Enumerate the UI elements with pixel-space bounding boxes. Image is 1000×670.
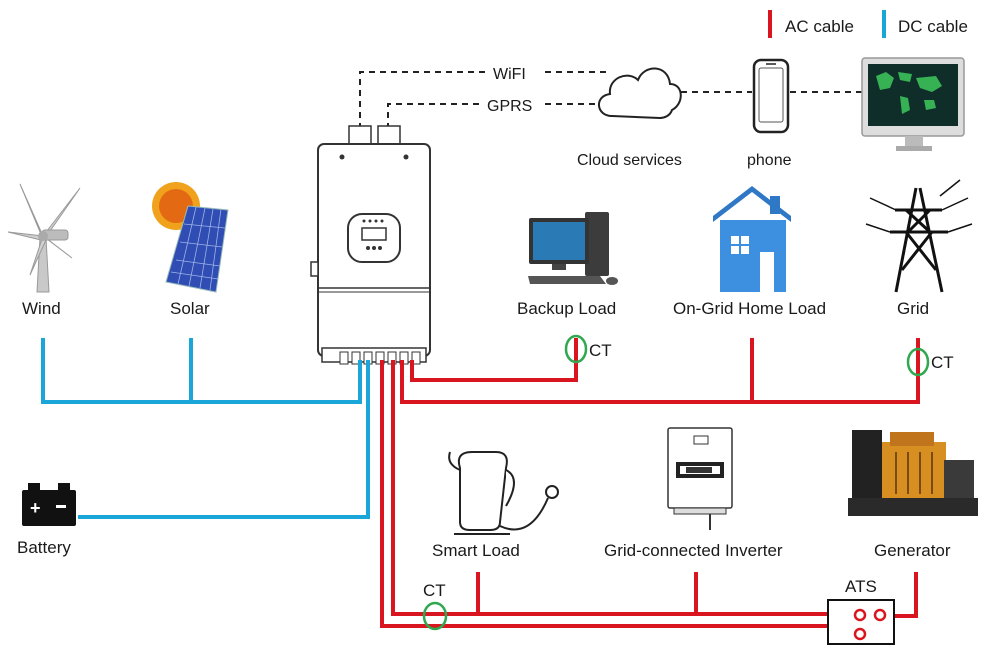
hybrid-inverter-icon bbox=[310, 125, 431, 365]
wind-label: Wind bbox=[22, 299, 61, 318]
smart-load-label: Smart Load bbox=[432, 541, 520, 560]
ac-grid-line bbox=[400, 338, 920, 404]
gprs-link bbox=[387, 103, 482, 140]
ats-label: ATS bbox=[845, 577, 877, 596]
gprs-label: GPRS bbox=[487, 98, 532, 115]
ac-lower-bus-1 bbox=[391, 360, 860, 616]
battery-label: Battery bbox=[17, 538, 71, 557]
ct-grid-ring bbox=[906, 347, 930, 377]
home-load-label: On-Grid Home Load bbox=[673, 299, 826, 318]
ct-backup-ring bbox=[564, 334, 588, 364]
legend-ac-label: AC cable bbox=[785, 17, 854, 36]
cloud-label: Cloud services bbox=[577, 152, 682, 169]
grid-label: Grid bbox=[897, 299, 929, 318]
wifi-link bbox=[359, 71, 490, 140]
dc-battery-line bbox=[78, 360, 370, 519]
svg-text:+: + bbox=[30, 498, 41, 518]
generator-label: Generator bbox=[874, 541, 951, 560]
wind-turbine-icon bbox=[7, 183, 81, 293]
grid-inverter-label: Grid-connected Inverter bbox=[604, 541, 783, 560]
solar-label: Solar bbox=[170, 299, 210, 318]
kettle-icon bbox=[448, 451, 559, 535]
battery-icon: + bbox=[22, 483, 76, 526]
ac-cables bbox=[380, 338, 920, 636]
backup-load-label: Backup Load bbox=[517, 299, 616, 318]
ct-sensors bbox=[422, 334, 930, 631]
dc-cables bbox=[41, 338, 370, 519]
solar-panel-icon bbox=[152, 182, 229, 293]
grid-inverter-icon bbox=[667, 427, 733, 530]
phone-label: phone bbox=[747, 152, 792, 169]
ct-grid-label: CT bbox=[931, 353, 954, 372]
ats-switch-icon bbox=[827, 599, 895, 645]
legend: AC cable DC cable bbox=[768, 10, 968, 38]
generator-icon bbox=[848, 430, 978, 516]
wifi-label: WiFI bbox=[493, 66, 526, 83]
transmission-tower-icon bbox=[865, 179, 973, 293]
desktop-computer-icon bbox=[528, 212, 618, 285]
smartphone-icon bbox=[752, 58, 790, 134]
ct-lower-label: CT bbox=[423, 581, 446, 600]
legend-dc-label: DC cable bbox=[898, 17, 968, 36]
monitor-icon bbox=[861, 57, 965, 151]
ct-lower-ring bbox=[422, 601, 448, 631]
cloud-icon bbox=[598, 67, 682, 120]
ct-backup-label: CT bbox=[589, 341, 612, 360]
dc-wind-solar-bus bbox=[41, 338, 362, 404]
house-icon bbox=[713, 186, 791, 292]
ac-backup-line bbox=[410, 338, 578, 382]
